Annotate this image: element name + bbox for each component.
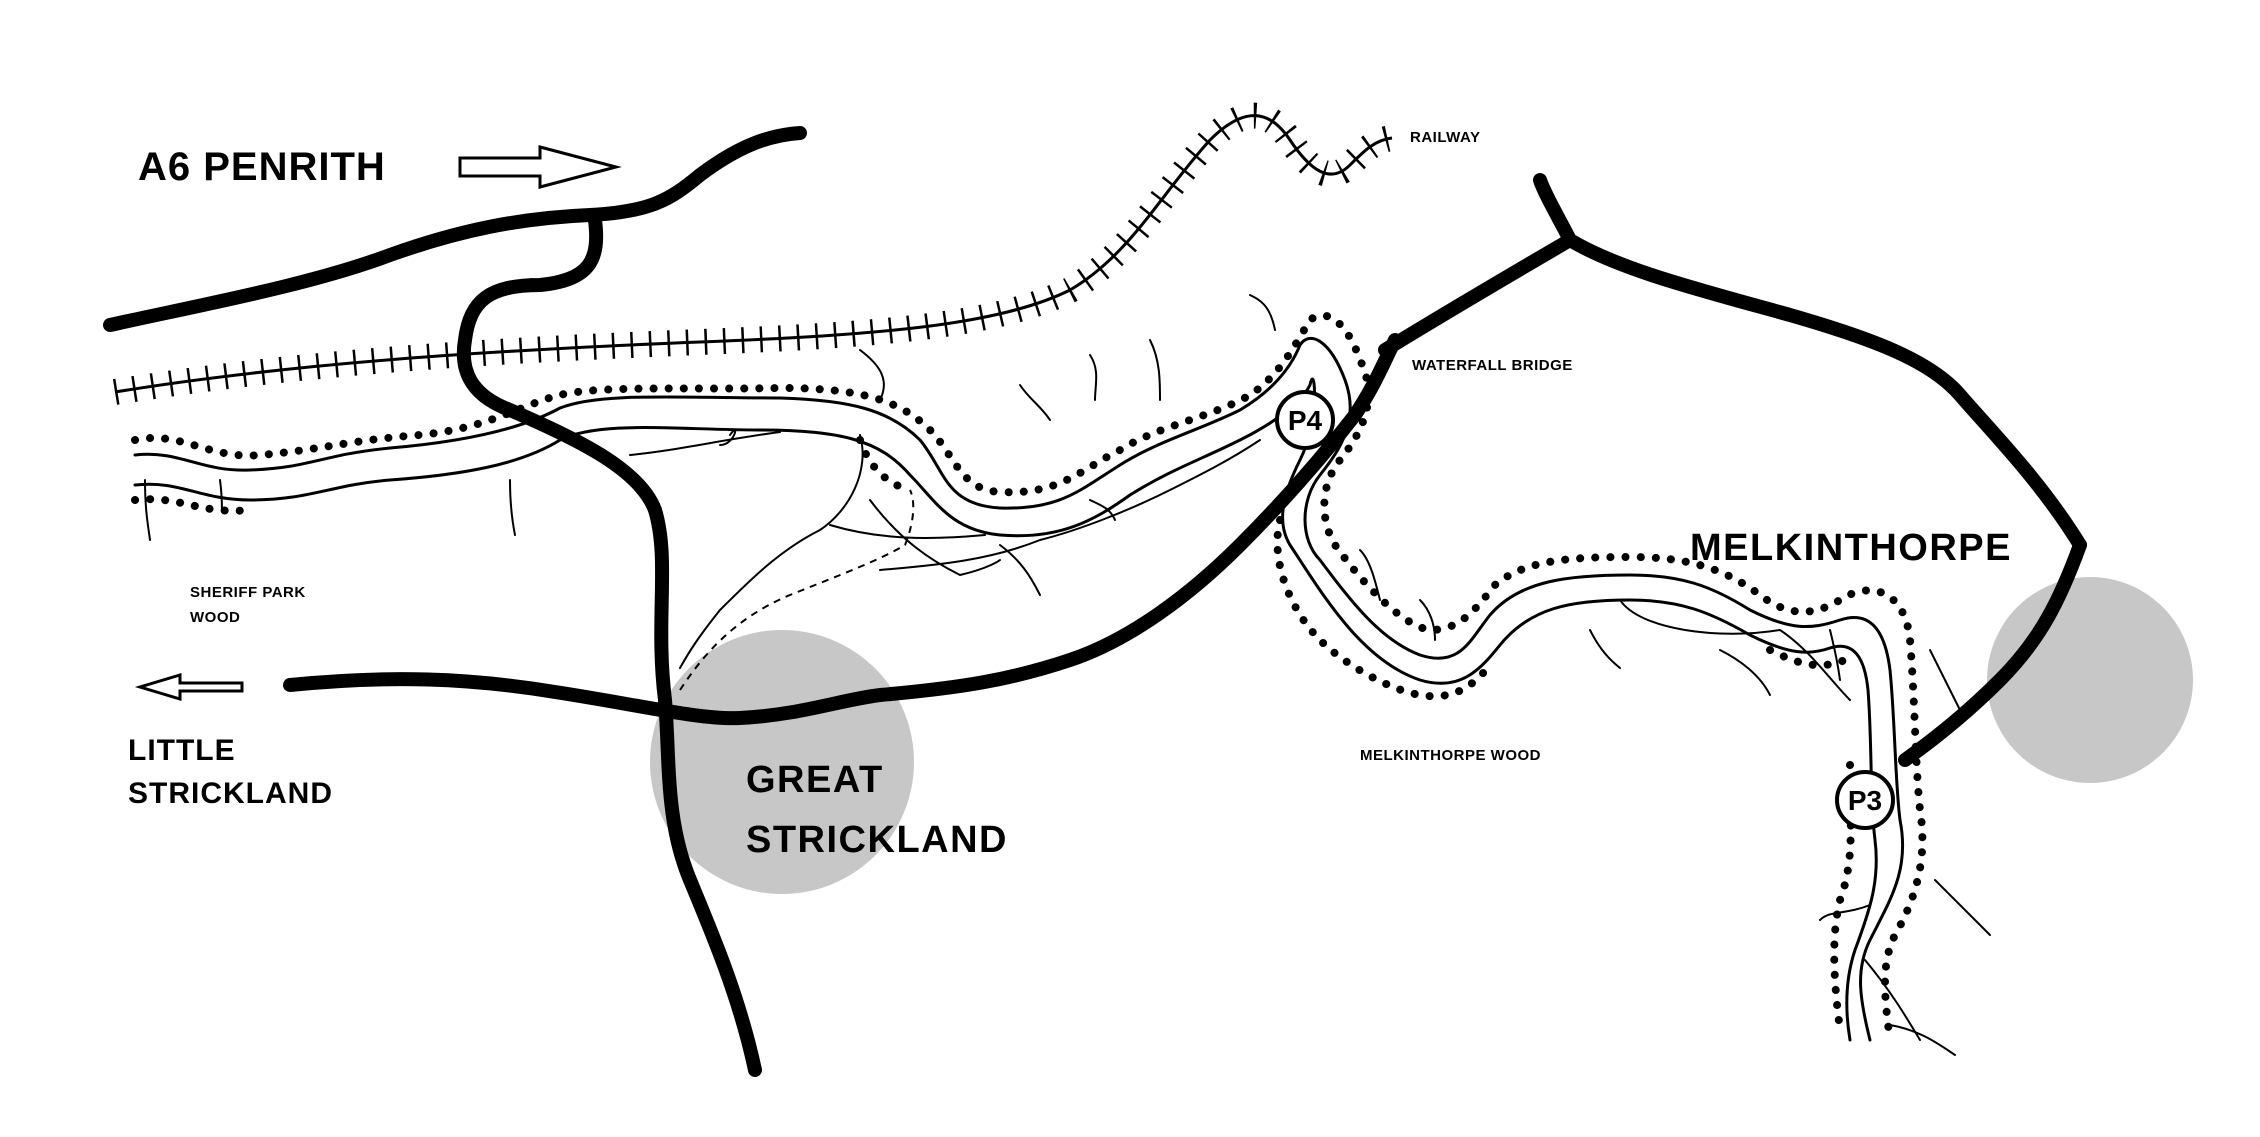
arrow-right-icon bbox=[458, 145, 622, 189]
river bbox=[133, 336, 1905, 1042]
label-melkinthorpe-wood: MELKINTHORPE WOOD bbox=[1360, 747, 1541, 764]
label-a6-penrith: A6 PENRITH bbox=[138, 145, 386, 189]
label-little-strickland-line1: LITTLE bbox=[128, 734, 236, 767]
melkinthorpe-village-area bbox=[1987, 577, 2193, 783]
label-sheriff-park-wood-line1: SHERIFF PARK bbox=[190, 584, 306, 601]
little-strickland-road bbox=[283, 333, 1402, 726]
track bbox=[679, 489, 915, 691]
marker-p3-label: P3 bbox=[1848, 785, 1882, 816]
marker-p4: P4 bbox=[1275, 390, 1335, 450]
label-railway: RAILWAY bbox=[1410, 129, 1480, 146]
marker-p4-label: P4 bbox=[1288, 405, 1323, 436]
label-melkinthorpe: MELKINTHORPE bbox=[1690, 527, 2012, 569]
arrow-left-icon bbox=[134, 672, 244, 702]
a6-road bbox=[103, 126, 807, 332]
label-waterfall-bridge: WATERFALL BRIDGE bbox=[1412, 357, 1573, 374]
label-great-strickland-line1: GREAT bbox=[746, 759, 884, 801]
streams bbox=[144, 294, 1991, 1056]
melkinthorpe-road-east bbox=[1898, 538, 2087, 767]
label-little-strickland-line2: STRICKLAND bbox=[128, 777, 333, 810]
label-great-strickland-line2: STRICKLAND bbox=[746, 819, 1008, 861]
roads bbox=[103, 126, 2087, 1077]
marker-p3: P3 bbox=[1835, 770, 1895, 830]
road-to-great-strickland bbox=[456, 213, 762, 1077]
label-sheriff-park-wood-line2: WOOD bbox=[190, 609, 240, 626]
railway-line bbox=[112, 102, 1395, 405]
melkinthorpe-road-north bbox=[1378, 173, 2087, 552]
